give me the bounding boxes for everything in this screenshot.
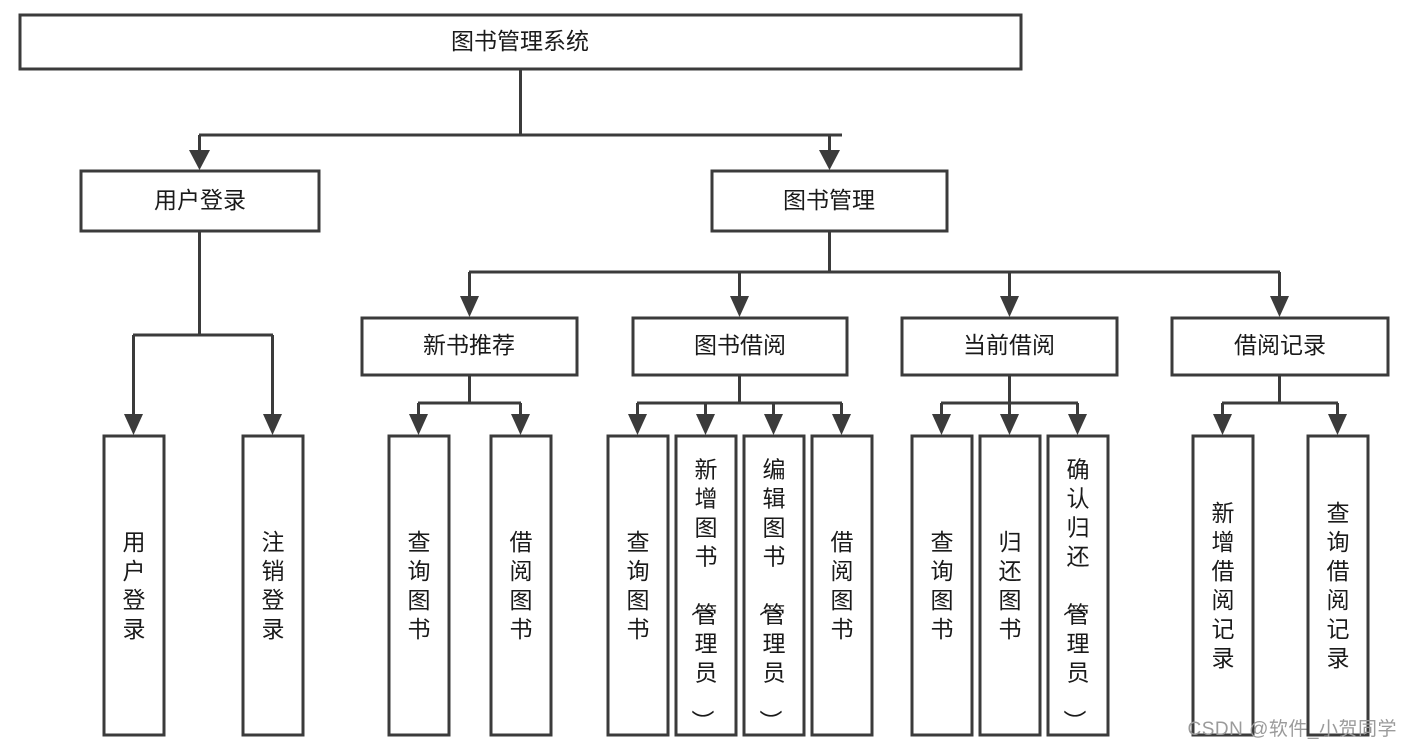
leaf-add-borrow-record[interactable]: 新增借阅记录 <box>1191 434 1255 737</box>
arrow-borrow-leaf-4 <box>832 414 851 435</box>
node-current-borrow[interactable]: 当前借阅 <box>900 316 1119 377</box>
leaf-confirm-return-admin[interactable]: 确认归还（管理员） <box>1046 434 1110 737</box>
arrow-borrow-leaf-1 <box>628 414 647 435</box>
node-current-borrow-label: 当前借阅 <box>963 332 1055 358</box>
arrow-current-leaf-1 <box>932 414 951 435</box>
leaf-add-borrow-record-box[interactable] <box>1191 434 1255 737</box>
leaf-query-books-newbooks-label: 查询图书 <box>408 529 431 642</box>
leaf-borrow-books-borrow[interactable]: 借阅图书 <box>810 434 874 737</box>
leaf-add-book-admin-box[interactable] <box>674 434 738 737</box>
arrow-root-to-book-mgmt <box>819 150 840 170</box>
node-root[interactable]: 图书管理系统 <box>18 13 1023 71</box>
arrow-bookmgmt-to-records <box>1270 296 1289 317</box>
node-root-label: 图书管理系统 <box>451 28 589 54</box>
leaf-borrow-books-newbooks[interactable]: 借阅图书 <box>489 434 553 737</box>
node-book-management[interactable]: 图书管理 <box>710 169 949 233</box>
arrow-userlogin-leaf-2 <box>263 414 282 435</box>
node-book-borrow-box[interactable] <box>631 316 849 377</box>
node-user-login-box[interactable] <box>79 169 321 233</box>
node-book-borrow[interactable]: 图书借阅 <box>631 316 849 377</box>
leaf-query-books-borrow-label: 查询图书 <box>627 529 650 642</box>
arrow-current-leaf-3 <box>1068 414 1087 435</box>
leaf-borrow-books-newbooks-box[interactable] <box>489 434 553 737</box>
leaf-borrow-books-borrow-box[interactable] <box>810 434 874 737</box>
edges-layer <box>124 70 1347 435</box>
leaf-logout-label: 注销登录 <box>262 529 285 642</box>
node-book-management-label: 图书管理 <box>783 187 875 213</box>
node-borrow-records-label: 借阅记录 <box>1234 332 1326 358</box>
leaf-logout-box[interactable] <box>241 434 305 737</box>
arrow-bookmgmt-to-borrow <box>730 296 749 317</box>
leaf-return-books-label: 归还图书 <box>999 529 1022 642</box>
arrow-borrow-leaf-3 <box>764 414 783 435</box>
leaf-query-borrow-record-box[interactable] <box>1306 434 1370 737</box>
leaf-edit-book-admin-label: 编辑图书（管理员） <box>758 457 786 733</box>
leaf-user-login-label: 用户登录 <box>123 529 146 642</box>
arrow-userlogin-leaf-1 <box>124 414 143 435</box>
node-book-management-box[interactable] <box>710 169 949 233</box>
leaf-confirm-return-admin-label: 确认归还（管理员） <box>1062 457 1090 733</box>
node-user-login[interactable]: 用户登录 <box>79 169 321 233</box>
leaf-borrow-books-newbooks-label: 借阅图书 <box>510 529 533 642</box>
leaf-add-book-admin-label: 新增图书（管理员） <box>690 457 718 733</box>
arrow-bookmgmt-to-new-books <box>460 296 479 317</box>
leaf-query-books-current-box[interactable] <box>910 434 974 737</box>
leaf-user-login-box[interactable] <box>102 434 166 737</box>
leaf-query-books-current-label: 查询图书 <box>931 529 954 642</box>
watermark-text: CSDN @软件_小贺同学 <box>1187 719 1397 740</box>
node-borrow-records-box[interactable] <box>1170 316 1390 377</box>
arrow-newbooks-leaf-2 <box>511 414 530 435</box>
node-book-borrow-label: 图书借阅 <box>694 332 786 358</box>
leaf-add-book-admin[interactable]: 新增图书（管理员） <box>674 434 738 737</box>
node-borrow-records[interactable]: 借阅记录 <box>1170 316 1390 377</box>
leaf-query-books-newbooks-box[interactable] <box>387 434 451 737</box>
arrow-borrow-leaf-2 <box>696 414 715 435</box>
leaf-user-login[interactable]: 用户登录 <box>102 434 166 737</box>
leaf-logout[interactable]: 注销登录 <box>241 434 305 737</box>
arrow-records-leaf-1 <box>1213 414 1232 435</box>
node-user-login-label: 用户登录 <box>154 187 246 213</box>
leaf-return-books[interactable]: 归还图书 <box>978 434 1042 737</box>
arrow-current-leaf-2 <box>1000 414 1019 435</box>
node-root-box[interactable] <box>18 13 1023 71</box>
leaf-return-books-box[interactable] <box>978 434 1042 737</box>
leaf-query-books-borrow-box[interactable] <box>606 434 670 737</box>
arrow-bookmgmt-to-current <box>1000 296 1019 317</box>
leaf-query-borrow-record[interactable]: 查询借阅记录 <box>1306 434 1370 737</box>
arrow-root-to-user-login <box>189 150 210 170</box>
arrow-newbooks-leaf-1 <box>409 414 428 435</box>
node-current-borrow-box[interactable] <box>900 316 1119 377</box>
leaf-query-borrow-record-label: 查询借阅记录 <box>1327 500 1350 671</box>
node-new-book-recommend-label: 新书推荐 <box>423 332 515 358</box>
leaf-confirm-return-admin-box[interactable] <box>1046 434 1110 737</box>
leaf-query-books-current[interactable]: 查询图书 <box>910 434 974 737</box>
leaf-edit-book-admin-box[interactable] <box>742 434 806 737</box>
leaf-add-borrow-record-label: 新增借阅记录 <box>1212 500 1235 671</box>
leaf-borrow-books-borrow-label: 借阅图书 <box>831 529 854 642</box>
leaf-edit-book-admin[interactable]: 编辑图书（管理员） <box>742 434 806 737</box>
arrow-records-leaf-2 <box>1328 414 1347 435</box>
node-new-book-recommend-box[interactable] <box>360 316 579 377</box>
leaf-query-books-borrow[interactable]: 查询图书 <box>606 434 670 737</box>
leaf-query-books-newbooks[interactable]: 查询图书 <box>387 434 451 737</box>
node-new-book-recommend[interactable]: 新书推荐 <box>360 316 579 377</box>
